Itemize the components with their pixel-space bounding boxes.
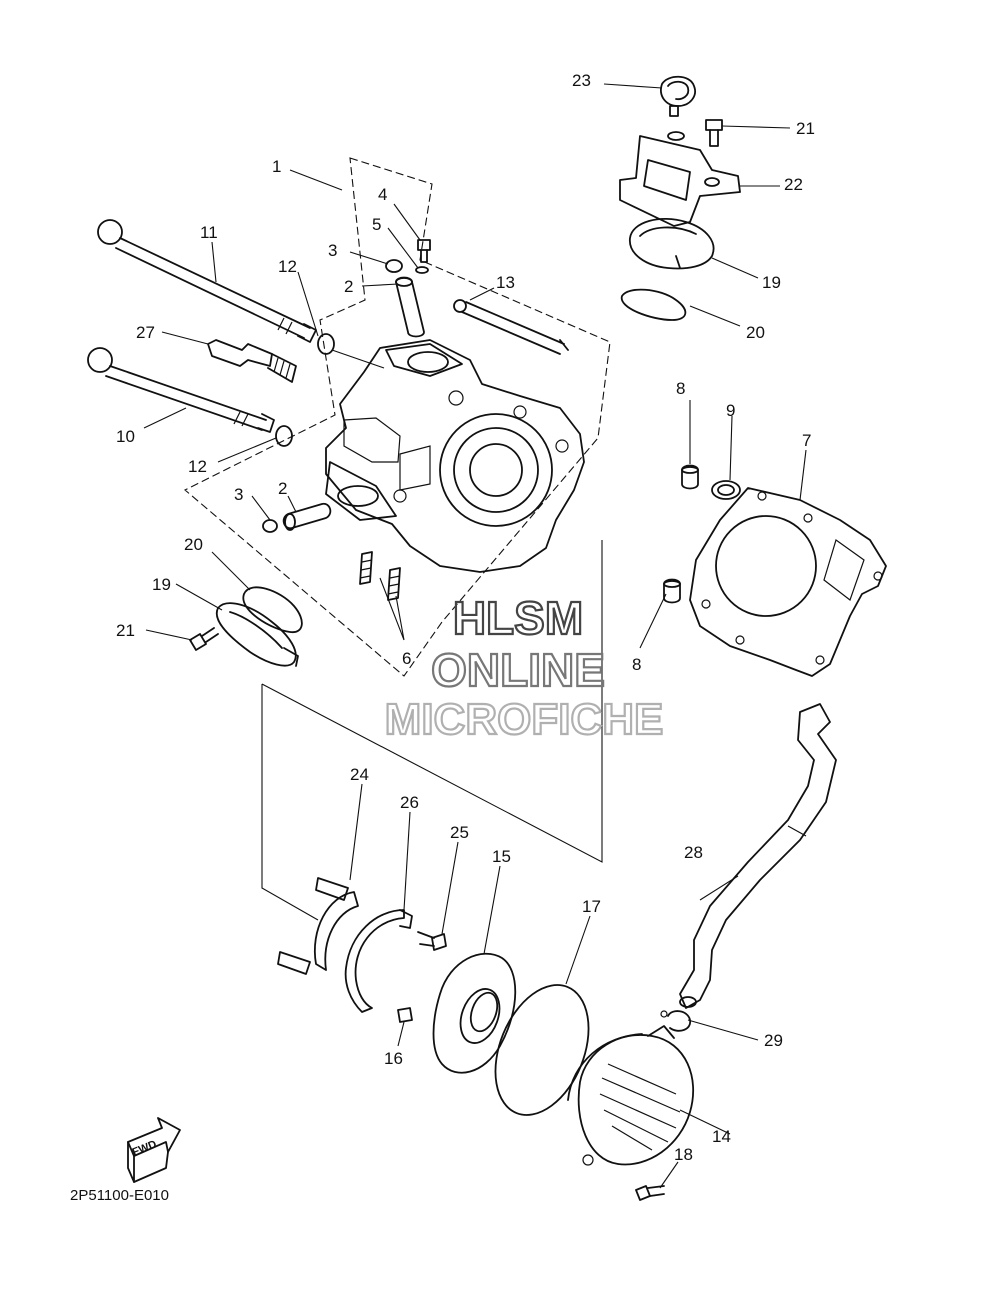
callout-8-upper: 8 (676, 379, 685, 398)
part-10-long-bolt (87, 347, 275, 433)
callout-19-lower: 19 (152, 575, 171, 594)
part-9-ring (711, 480, 741, 500)
callout-18: 18 (674, 1145, 693, 1164)
fwd-arrow-icon: FWD (127, 1117, 181, 1183)
callout-22: 22 (784, 175, 803, 194)
callout-11: 11 (200, 223, 218, 242)
callout-20-upper: 20 (746, 323, 765, 342)
callout-5: 5 (372, 215, 381, 234)
callout-25: 25 (450, 823, 469, 842)
callout-12-lower: 12 (188, 457, 207, 476)
part-3-oring-lower (262, 519, 278, 533)
leader-lines (143, 83, 807, 1189)
diagram-code: 2P51100-E010 (70, 1187, 169, 1204)
callout-1: 1 (272, 157, 281, 176)
part-6-studs (359, 551, 401, 601)
callout-26: 26 (400, 793, 419, 812)
part-3-oring-upper (385, 259, 403, 273)
callout-20-lower: 20 (184, 535, 203, 554)
part-4-bolt (417, 239, 431, 263)
watermark-line-2: ONLINE (431, 644, 605, 696)
part-28-hose (679, 703, 837, 1009)
part-19-cap-lower (215, 602, 299, 667)
part-27-spark-plug (207, 339, 297, 383)
assembly-frame-cover (261, 540, 603, 921)
part-17-oring (494, 984, 590, 1116)
part-5-washer (415, 266, 429, 274)
callout-24: 24 (350, 765, 369, 784)
part-21-bolt-lower (189, 627, 219, 651)
part-8-dowel-upper (681, 464, 699, 490)
part-22-bracket (619, 131, 741, 227)
callout-9: 9 (726, 401, 735, 420)
callout-28: 28 (684, 843, 703, 862)
callout-17: 17 (582, 897, 601, 916)
callout-4: 4 (378, 185, 387, 204)
callout-2-lower: 2 (278, 479, 287, 498)
part-16-bolt (397, 1007, 413, 1023)
callout-29: 29 (764, 1031, 783, 1050)
part-25-bolt (417, 931, 447, 951)
callout-27: 27 (136, 323, 155, 342)
callout-19-upper: 19 (762, 273, 781, 292)
callout-labels: 1 4 5 3 2 11 12 27 10 12 3 2 13 20 19 21… (116, 71, 815, 1164)
callout-21-lower: 21 (116, 621, 135, 640)
part-2-guide-lower (282, 502, 332, 531)
part-12-washer-upper (317, 333, 335, 355)
cylinder-head (325, 339, 585, 573)
part-26-clip (344, 909, 413, 1013)
callout-8-lower: 8 (632, 655, 641, 674)
watermark-line-1: HLSM (453, 592, 583, 644)
callout-6: 6 (402, 649, 411, 668)
part-12-washer-lower (275, 425, 293, 447)
watermark: HLSM ONLINE MICROFICHE (384, 591, 665, 745)
callout-3-lower: 3 (234, 485, 243, 504)
callout-12-upper: 12 (278, 257, 297, 276)
part-24-bracket (277, 877, 359, 975)
part-21-bolt-top (705, 119, 723, 147)
callout-13: 13 (496, 273, 515, 292)
part-18-bolt (635, 1185, 665, 1201)
part-23-clamp (660, 75, 696, 117)
part-20-gasket-lower (242, 586, 303, 633)
part-7-head-gasket (689, 487, 887, 677)
callout-10: 10 (116, 427, 135, 446)
fwd-label: FWD (131, 1138, 159, 1159)
callout-15: 15 (492, 847, 511, 866)
callout-7: 7 (802, 431, 811, 450)
part-11-long-bolt (97, 219, 317, 343)
part-14-cover (567, 1025, 694, 1166)
callout-14: 14 (712, 1127, 731, 1146)
part-13-bolt (453, 299, 569, 355)
callout-3: 3 (328, 241, 337, 260)
part-2-guide-upper (395, 276, 425, 338)
callout-21-upper: 21 (796, 119, 815, 138)
part-19-cap-top (629, 218, 715, 270)
callout-16: 16 (384, 1049, 403, 1068)
part-8-dowel-lower (663, 578, 681, 604)
assembly-boundary-head (184, 157, 611, 677)
watermark-line-3: MICROFICHE (385, 695, 664, 744)
callout-23: 23 (572, 71, 591, 90)
part-15-plate (432, 952, 517, 1074)
callout-2: 2 (344, 277, 353, 296)
part-20-gasket-top (621, 288, 687, 321)
